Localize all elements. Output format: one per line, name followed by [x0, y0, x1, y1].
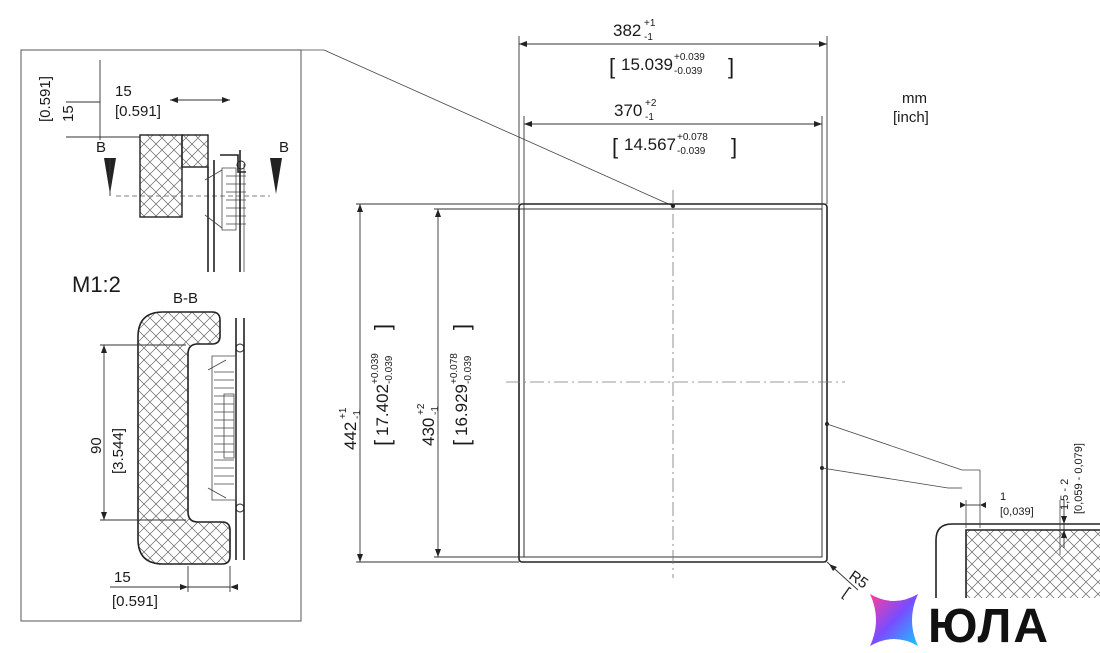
detail-left-15-inch: [0.591]: [37, 76, 54, 122]
outer-width-inch-tol-minus: -0.039: [674, 66, 703, 77]
svg-text:[: [: [609, 54, 615, 79]
inner-width-inch-value: 14.567: [624, 135, 676, 154]
inner-height-inch-tol-minus: -0.039: [463, 355, 474, 384]
outer-height-tol-plus: +1: [338, 407, 349, 419]
inner-height-inch-value: 16.929: [452, 384, 471, 436]
svg-text:[: [: [370, 440, 395, 446]
svg-text:[: [: [449, 440, 474, 446]
detail-leader-diagonal: [323, 49, 674, 207]
svg-text:[: [: [612, 134, 618, 159]
logo-star-icon: [870, 594, 918, 646]
section-label: B-B: [173, 290, 198, 307]
units-primary: mm: [902, 90, 927, 107]
profile-detail: 1 [0,039] 1,5 - 2 [0,059 - 0,079]: [935, 443, 1100, 598]
detail-left-15: 15: [60, 105, 77, 122]
detail-90-inch: [3.544]: [110, 428, 127, 474]
logo-text: ЮЛА: [928, 600, 1050, 653]
inner-height-tol-minus: -1: [430, 406, 441, 415]
outer-width-inch-value: 15.039: [621, 55, 673, 74]
outer-height-inch-tol-plus: +0.039: [370, 353, 381, 384]
detail-leader-dot: [671, 204, 675, 208]
watermark-logo: ЮЛА: [870, 594, 1050, 653]
svg-text:]: ]: [728, 54, 734, 79]
corner-radius-inch: [: [840, 584, 854, 601]
outer-width-tol-plus: +1: [644, 18, 656, 29]
scale-label: M1:2: [72, 272, 121, 297]
section-marker-right: B: [279, 139, 289, 156]
gap-1: 1: [1000, 491, 1006, 503]
outer-width-value: 382: [613, 21, 641, 40]
inner-height-value: 430: [419, 418, 438, 446]
detail-top-15: 15: [115, 83, 132, 100]
inner-width-tol-plus: +2: [645, 98, 657, 109]
gap-1-inch: [0,039]: [1000, 506, 1034, 518]
detail-bottom-15-inch: [0.591]: [112, 593, 158, 610]
detail-top-15-inch: [0.591]: [115, 103, 161, 120]
outer-height-value: 442: [341, 422, 360, 450]
outer-height-inch-tol-minus: -0.039: [384, 355, 395, 384]
units-secondary: [inch]: [893, 109, 929, 126]
inner-height-inch-tol-plus: +0.078: [449, 353, 460, 384]
outer-width-inch-tol-plus: +0.039: [674, 52, 705, 63]
inner-width-inch-tol-minus: -0.039: [677, 146, 706, 157]
depth-inch: [0,059 - 0,079]: [1073, 443, 1085, 514]
svg-text:]: ]: [370, 324, 395, 330]
outer-width-tol-minus: -1: [644, 32, 653, 43]
depth-value: 1,5 - 2: [1059, 479, 1071, 510]
c-profile-section: [137, 311, 231, 565]
outer-height-inch-value: 17.402: [373, 384, 392, 436]
inner-height-tol-plus: +2: [416, 403, 427, 415]
main-view: 382 +1 -1 [ 15.039 +0.039 -0.039 ] 370 +…: [338, 18, 980, 601]
detail-frame: [20, 49, 302, 622]
svg-text:]: ]: [449, 324, 474, 330]
outer-height-tol-minus: -1: [352, 410, 363, 419]
svg-text:]: ]: [731, 134, 737, 159]
section-marker-left: B: [96, 139, 106, 156]
detail-bottom-15: 15: [114, 569, 131, 586]
inner-width-inch-tol-plus: +0.078: [677, 132, 708, 143]
detail-90: 90: [88, 437, 105, 454]
inner-width-value: 370: [614, 101, 642, 120]
detail-panel: 15 [0.591] 15 [0.591] B B M1:2 B-B: [20, 49, 675, 622]
inner-width-tol-minus: -1: [645, 112, 654, 123]
